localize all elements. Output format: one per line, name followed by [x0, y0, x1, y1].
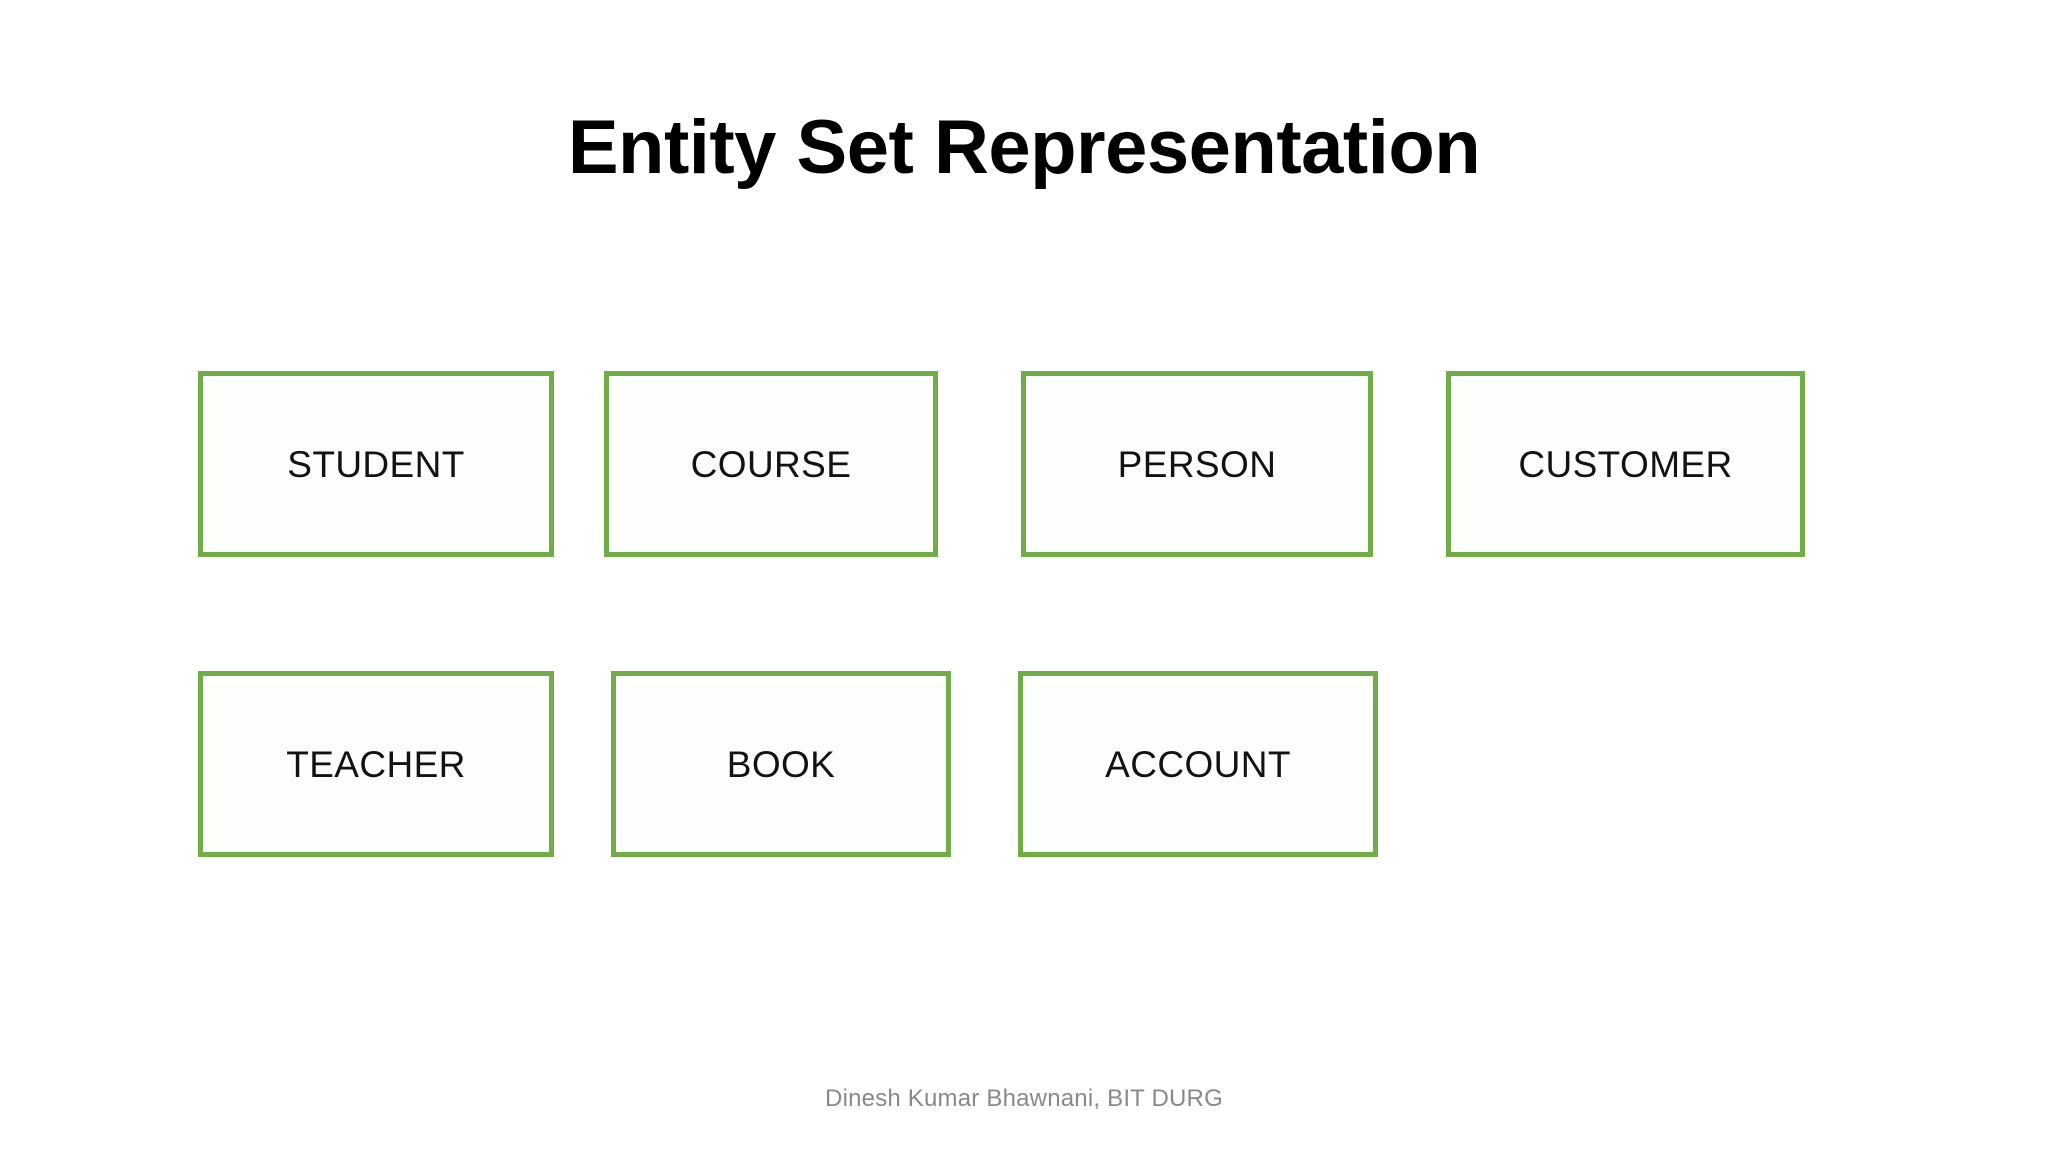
entity-label: PERSON	[1117, 443, 1277, 485]
entity-label: STUDENT	[287, 443, 465, 485]
entity-box-teacher[interactable]: TEACHER	[198, 671, 554, 857]
entity-box-student[interactable]: STUDENT	[198, 371, 554, 557]
entity-label: TEACHER	[286, 743, 466, 785]
slide-footer-attribution: Dinesh Kumar Bhawnani, BIT DURG	[825, 1085, 1223, 1112]
entity-row-2: TEACHER BOOK ACCOUNT	[0, 671, 2048, 857]
entity-box-account[interactable]: ACCOUNT	[1018, 671, 1378, 857]
entity-box-customer[interactable]: CUSTOMER	[1446, 371, 1805, 557]
entity-label: CUSTOMER	[1518, 443, 1733, 485]
entity-box-course[interactable]: COURSE	[604, 371, 938, 557]
page-title: Entity Set Representation	[567, 105, 1481, 190]
entity-row-1: STUDENT COURSE PERSON CUSTOMER	[0, 371, 2048, 557]
entity-label: BOOK	[726, 743, 836, 785]
entity-box-book[interactable]: BOOK	[611, 671, 951, 857]
entity-label: ACCOUNT	[1105, 743, 1291, 785]
entity-box-person[interactable]: PERSON	[1021, 371, 1373, 557]
entity-label: COURSE	[690, 443, 852, 485]
